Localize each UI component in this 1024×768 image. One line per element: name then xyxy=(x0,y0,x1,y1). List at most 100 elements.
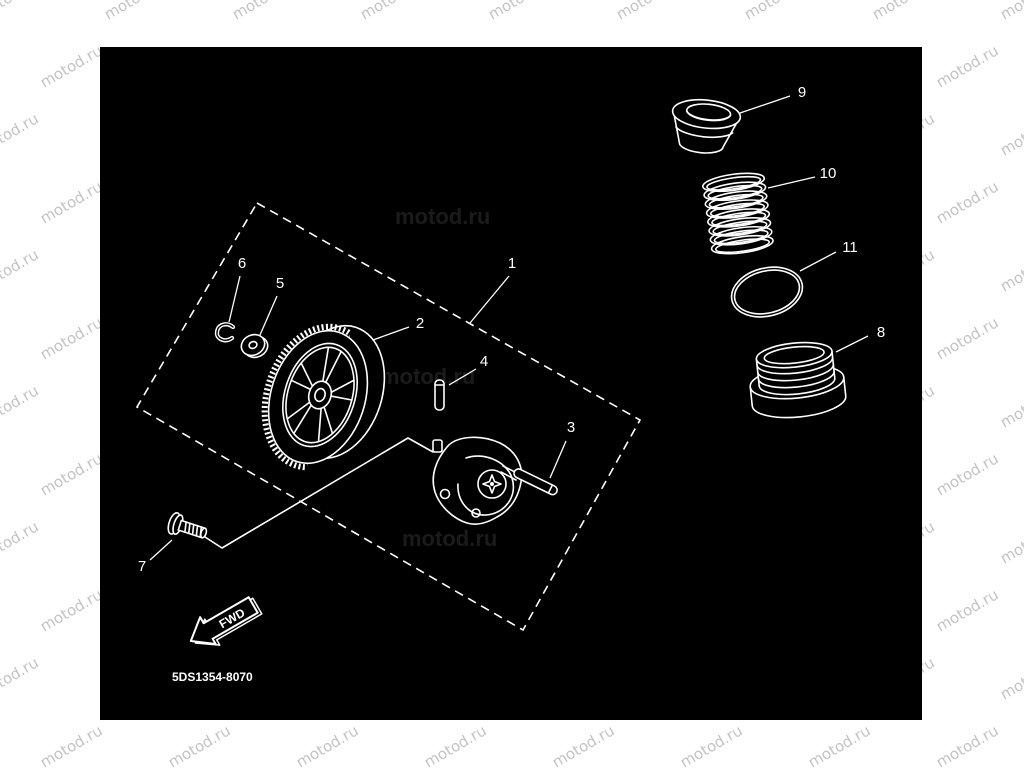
o-ring-outer xyxy=(730,266,804,318)
gear-teeth xyxy=(261,323,356,471)
leader-line-6 xyxy=(228,275,241,323)
callout-label-5: 5 xyxy=(276,275,284,292)
watermark-text: motod.ru xyxy=(549,721,618,768)
watermark-text: motod.ru xyxy=(485,0,554,23)
watermark-text: motod.ru xyxy=(997,0,1024,23)
watermark-text: motod.ru xyxy=(613,0,682,23)
bolt-thread xyxy=(184,521,203,538)
spring-coil xyxy=(705,199,769,219)
watermark-text: motod.ru xyxy=(402,526,497,551)
watermark-text: motod.ru xyxy=(0,653,42,703)
pump-rotor-star xyxy=(482,474,502,494)
watermark-text: motod.ru xyxy=(37,449,106,499)
watermark-text: motod.ru xyxy=(37,721,106,768)
spring-coil xyxy=(707,184,763,200)
part-7-bolt xyxy=(167,512,208,539)
gear-spokes-group xyxy=(282,342,358,448)
gear-hub-bore xyxy=(314,387,326,403)
circlip-inner xyxy=(216,323,234,341)
washer-hole xyxy=(248,340,258,350)
pump-mount-hole-bottom xyxy=(471,508,481,518)
part-9-cap xyxy=(671,98,742,154)
leader-line-8 xyxy=(835,335,869,353)
spring-coil xyxy=(702,172,766,193)
leader-line-11 xyxy=(799,251,837,272)
watermark-text: motod.ru xyxy=(997,517,1024,567)
pump-housing xyxy=(432,436,523,525)
leader-line-1 xyxy=(469,275,510,324)
watermark-text: motod.ru xyxy=(677,721,746,768)
part-8-plug xyxy=(749,341,847,419)
leader-line-3 xyxy=(549,440,567,479)
watermark-text: motod.ru xyxy=(101,0,170,23)
gear-teeth-ring xyxy=(261,323,356,471)
watermark-text: motod.ru xyxy=(741,0,810,23)
spring-coil xyxy=(703,181,767,202)
watermark-text: motod.ru xyxy=(37,313,106,363)
watermark-text: motod.ru xyxy=(997,381,1024,431)
watermark-text: motod.ru xyxy=(997,109,1024,159)
part-10-spring xyxy=(702,172,774,255)
watermark-text: motod.ru xyxy=(997,653,1024,703)
part-2-gear xyxy=(261,323,386,471)
part-4-pin xyxy=(434,379,445,411)
cap-9-band xyxy=(675,126,734,139)
plug-top-rim xyxy=(755,341,833,369)
watermark-text: motod.ru xyxy=(37,177,106,227)
spring-coil xyxy=(709,225,773,246)
gear-spokes xyxy=(286,346,355,443)
callout-label-6: 6 xyxy=(238,255,246,272)
pump-front-face xyxy=(457,455,515,516)
callout-labels: 1 2 3 4 5 6 7 8 9 10 11 xyxy=(138,84,885,575)
callout-label-3: 3 xyxy=(567,419,575,436)
watermark-text: motod.ru xyxy=(0,0,42,23)
plug-threads xyxy=(756,356,836,396)
watermark-text: motod.ru xyxy=(165,721,234,768)
watermark-text: motod.ru xyxy=(229,0,298,23)
spring-coil xyxy=(712,220,768,236)
plug-top-opening xyxy=(763,345,825,365)
part-3-pin xyxy=(513,468,558,496)
callout-label-11: 11 xyxy=(842,239,858,256)
watermark-text: motod.ru xyxy=(933,313,1002,363)
watermark-text: motod.ru xyxy=(933,721,1002,768)
watermark-text: motod.ru xyxy=(357,0,426,23)
pin-3-end xyxy=(547,484,554,494)
spring-coil xyxy=(706,175,762,191)
watermark-text: motod.ru xyxy=(0,109,42,159)
spring-coil xyxy=(707,208,771,228)
part-11-o-ring xyxy=(730,266,804,318)
spring-coil xyxy=(710,234,774,255)
washer-face xyxy=(240,333,266,357)
inner-watermarks: motod.ru motod.ru motod.ru xyxy=(380,204,497,551)
callout-label-7: 7 xyxy=(138,558,146,575)
callout-label-1: 1 xyxy=(508,255,516,272)
pin-3-body xyxy=(513,468,558,496)
watermark-text: motod.ru xyxy=(0,381,42,431)
assembly-dashed-outline xyxy=(135,201,642,632)
watermark-text: motod.ru xyxy=(0,245,42,295)
spring-coil xyxy=(708,193,764,209)
pin-4-body xyxy=(434,379,445,411)
watermark-text: motod.ru xyxy=(0,517,42,567)
pump-mount-hole-left xyxy=(439,488,451,500)
gear-hub xyxy=(307,380,333,410)
leader-line-5 xyxy=(259,295,278,336)
spring-coil xyxy=(708,217,772,237)
leader-line-4 xyxy=(448,368,477,386)
pump-rotor-center xyxy=(490,482,494,486)
watermark-text: motod.ru xyxy=(933,177,1002,227)
callout-label-2: 2 xyxy=(416,315,424,332)
watermark-text: motod.ru xyxy=(997,245,1024,295)
watermark-text: motod.ru xyxy=(421,721,490,768)
callout-label-10: 10 xyxy=(820,165,837,182)
cap-9-inner-wall xyxy=(685,110,732,121)
catalog-code: 5DS1354-8070 xyxy=(172,670,253,684)
watermark-text: motod.ru xyxy=(805,721,874,768)
watermark-text: motod.ru xyxy=(933,585,1002,635)
leader-line-2 xyxy=(372,326,410,341)
part-1-pump-body xyxy=(432,436,523,525)
leader-line-10 xyxy=(767,176,816,189)
fwd-arrow: FWD xyxy=(189,596,263,646)
